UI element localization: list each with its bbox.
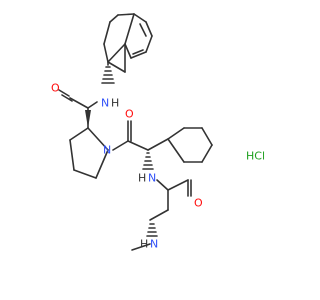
hash-wedge-bond-3: [146, 223, 158, 237]
o-ketone-label: O: [125, 108, 134, 121]
n-ring-label: N: [103, 144, 111, 157]
filled-wedge-bond: [85, 110, 91, 128]
n-amide-label: N: [101, 97, 109, 110]
alanyl-amide: [149, 179, 192, 221]
hash-wedge-bond-2: [142, 152, 154, 170]
cyclohexylglycine-backbone: [112, 120, 169, 151]
cyclohexyl-ring: [167, 127, 213, 163]
h-amide-label: H: [111, 97, 119, 110]
hash-wedge-bond: [101, 61, 115, 84]
o-amide-label: O: [51, 82, 60, 95]
h-middle-label: H: [138, 172, 146, 185]
tetralin-aromatic-ring: [107, 13, 153, 73]
h-methyl-label: H: [140, 238, 148, 251]
hcl-salt-label: HCl: [246, 150, 265, 163]
molecule-diagram: N H O N O H N O H N HCl: [51, 13, 265, 251]
o-alanyl-label: O: [194, 197, 203, 210]
n-middle-label: N: [148, 172, 156, 185]
methylamine-group: [131, 243, 151, 251]
tetralin-saturated-ring: [103, 13, 135, 73]
pyrrolidine-ring: [69, 127, 109, 179]
n-methyl-label: N: [150, 238, 158, 251]
